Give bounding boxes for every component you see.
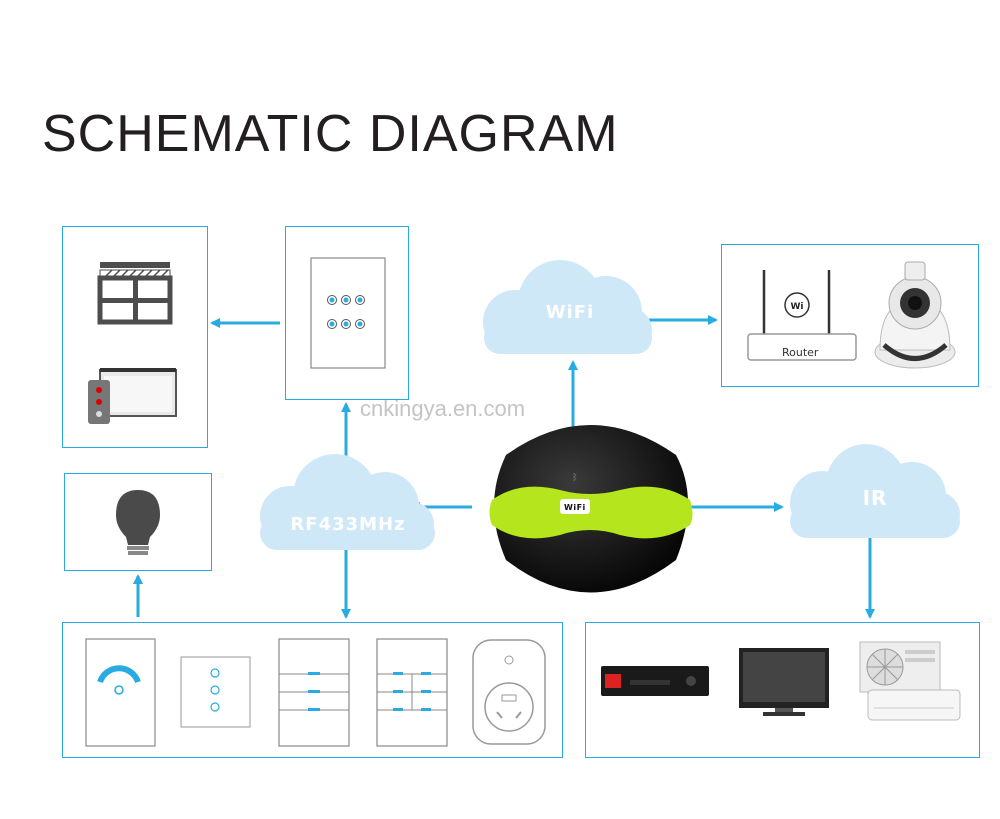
- touch-switch-6gang-icon: [310, 257, 386, 369]
- hub-device: ᛒ: [489, 425, 693, 593]
- rf-cloud: [260, 454, 435, 550]
- router-icon: Wi: [747, 270, 857, 361]
- touch-switch-3row-icon: [278, 638, 350, 747]
- ip-camera-icon: [874, 261, 956, 369]
- dimmer-switch-icon: [85, 638, 156, 747]
- tv-icon: [739, 648, 829, 716]
- page-title: SCHEMATIC DIAGRAM: [42, 105, 619, 163]
- curtain-icon: [97, 262, 173, 325]
- rf-cloud-label: RF433MHz: [290, 514, 406, 535]
- smart-plug-icon: [472, 639, 546, 745]
- wifi-cloud-label: WiFi: [545, 302, 595, 323]
- wifi-cloud: [483, 260, 652, 354]
- touch-switch-6button-icon: [376, 638, 448, 747]
- svg-text:ᛒ: ᛒ: [572, 472, 577, 483]
- projector-screen-icon: [88, 368, 177, 424]
- svg-text:Wi: Wi: [790, 302, 803, 312]
- ir-cloud-label: IR: [862, 486, 888, 510]
- watermark: cnkingya.en.com: [360, 396, 526, 421]
- light-bulb-icon: [116, 490, 160, 555]
- media-player-icon: [601, 666, 709, 696]
- router-label: Router: [782, 346, 819, 359]
- ir-cloud: [790, 444, 960, 538]
- touch-switch-3gang-icon: [180, 656, 251, 728]
- hub-wifi-badge: WiFi: [564, 503, 586, 512]
- air-conditioner-icon: [859, 641, 961, 721]
